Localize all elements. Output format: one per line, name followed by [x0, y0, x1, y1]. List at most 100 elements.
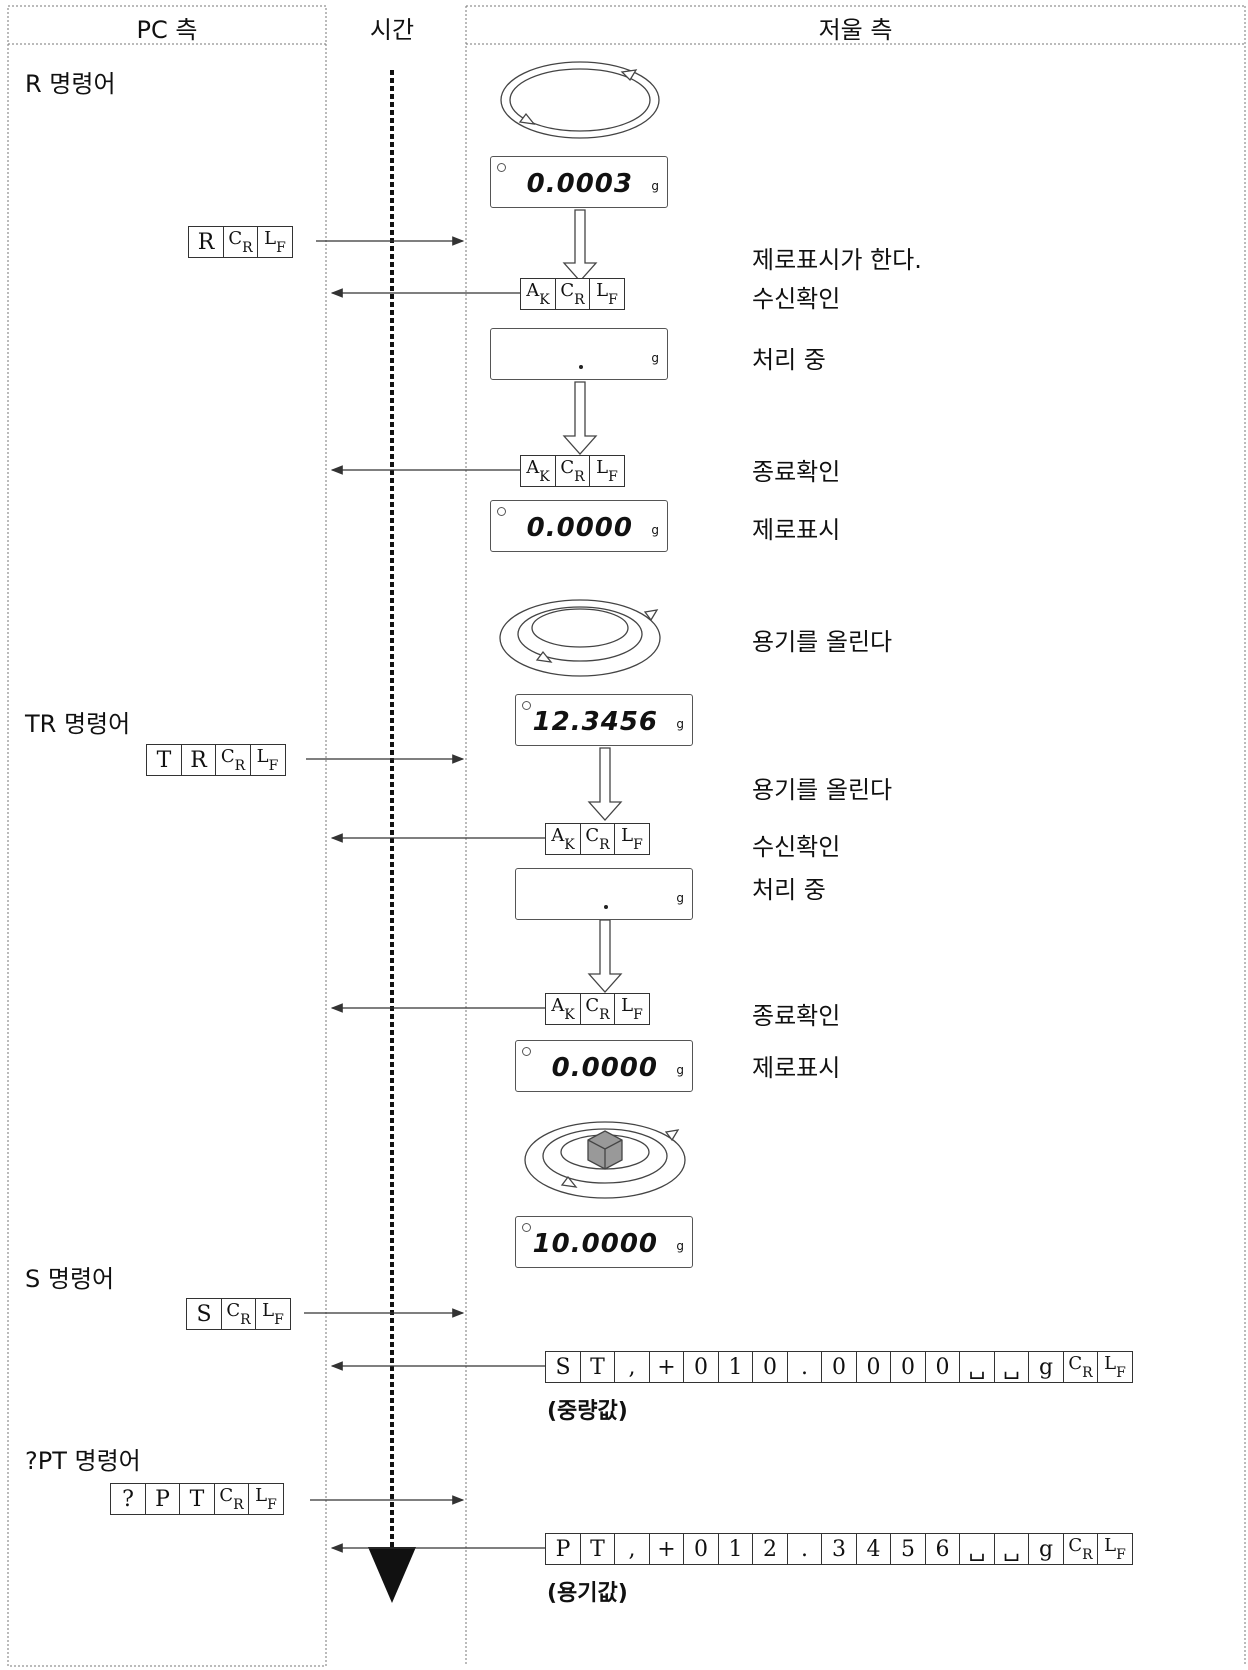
display-unit: g: [651, 351, 659, 365]
char-cell: 0: [752, 1351, 788, 1383]
char-cell: 0: [924, 1351, 961, 1383]
display-value: 10.0000: [532, 1229, 658, 1259]
char-cell: S: [545, 1351, 581, 1383]
char-cell: .: [786, 1533, 823, 1565]
note-done-ack-2: 종료확인: [752, 1002, 841, 1030]
note-processing: 처리 중: [752, 346, 826, 374]
char-cell: g: [1028, 1533, 1064, 1565]
char-cell-sub: R: [599, 1007, 610, 1023]
note-receive-ack: 수신확인: [752, 285, 841, 313]
display-value: 12.3456: [532, 707, 658, 737]
char-cell-sub: R: [233, 1497, 244, 1513]
display-ring-icon: [522, 701, 531, 710]
char-cell: P: [144, 1483, 181, 1515]
char-cell-sub: K: [539, 292, 550, 308]
header-pc-side: PC 측: [136, 16, 198, 44]
r-command-label: R 명령어: [25, 70, 116, 98]
char-cell-main: C: [560, 456, 575, 478]
note-receive-ack-2: 수신확인: [752, 833, 841, 861]
char-cell: T: [146, 744, 182, 776]
char-cell: S: [186, 1298, 222, 1330]
char-cell: ,: [614, 1351, 650, 1383]
display-1: 0.0003 g: [490, 156, 668, 208]
char-cell-main: C: [585, 994, 600, 1016]
char-cell-main: A: [551, 994, 565, 1016]
display-ring-icon: [497, 507, 506, 516]
display-3: 0.0000 g: [490, 500, 668, 552]
char-cell: R: [180, 744, 217, 776]
char-cell-main: C: [220, 745, 235, 767]
char-cell-main: L: [256, 745, 269, 767]
pan-container: [499, 599, 661, 677]
char-cell-sub: F: [1116, 1547, 1126, 1563]
display-unit: g: [676, 717, 684, 731]
char-cell: 2: [752, 1533, 788, 1565]
char-cell: P: [545, 1533, 581, 1565]
display-unit: g: [676, 891, 684, 905]
char-cell-sub: F: [608, 292, 618, 308]
char-cell: 0: [683, 1533, 719, 1565]
display-unit: g: [651, 179, 659, 193]
char-cell-main: C: [585, 824, 600, 846]
char-cell: T: [579, 1533, 616, 1565]
display-unit: g: [676, 1063, 684, 1077]
char-cell-sub: R: [242, 240, 253, 256]
display-unit: g: [651, 523, 659, 537]
char-cell-sub: R: [240, 1312, 251, 1328]
char-cell-main: L: [262, 1299, 275, 1321]
note-processing-2: 처리 중: [752, 876, 826, 904]
char-cell: +: [648, 1351, 685, 1383]
char-cell-sub: K: [564, 1007, 575, 1023]
display-value: 0.0003: [526, 169, 633, 199]
char-cell-sub: F: [633, 1007, 643, 1023]
char-cell: ,: [614, 1533, 650, 1565]
char-cell: 1: [717, 1351, 754, 1383]
char-cell-main: L: [255, 1484, 268, 1506]
display-4: 12.3456 g: [515, 694, 693, 746]
char-cell-main: L: [264, 227, 277, 249]
char-cell: 5: [890, 1533, 926, 1565]
char-cell-sub: R: [574, 292, 585, 308]
char-cell-main: L: [1104, 1534, 1117, 1556]
char-cell: 0: [683, 1351, 719, 1383]
char-cell-sub: F: [268, 758, 279, 774]
char-cell: 0: [855, 1351, 892, 1383]
char-cell-sub: R: [574, 469, 585, 485]
display-ring-icon: [522, 1223, 531, 1232]
char-cell: ␣: [993, 1533, 1030, 1565]
char-cell: T: [179, 1483, 215, 1515]
note-zero-display-2: 제로표시: [752, 1054, 841, 1082]
char-cell: 6: [924, 1533, 961, 1565]
pt-response-caption: (용기값): [547, 1581, 628, 1606]
note-zero-display: 제로표시: [752, 516, 841, 544]
s-response-caption: (중량값): [547, 1399, 628, 1424]
char-cell-sub: K: [539, 469, 550, 485]
char-cell: .: [786, 1351, 823, 1383]
pt-command-label: ?PT 명령어: [25, 1447, 141, 1475]
pan-empty: [500, 61, 660, 139]
char-cell: ␣: [959, 1351, 995, 1383]
char-cell-sub: R: [1082, 1547, 1093, 1563]
display-5: g: [515, 868, 693, 920]
char-cell-main: A: [551, 824, 565, 846]
